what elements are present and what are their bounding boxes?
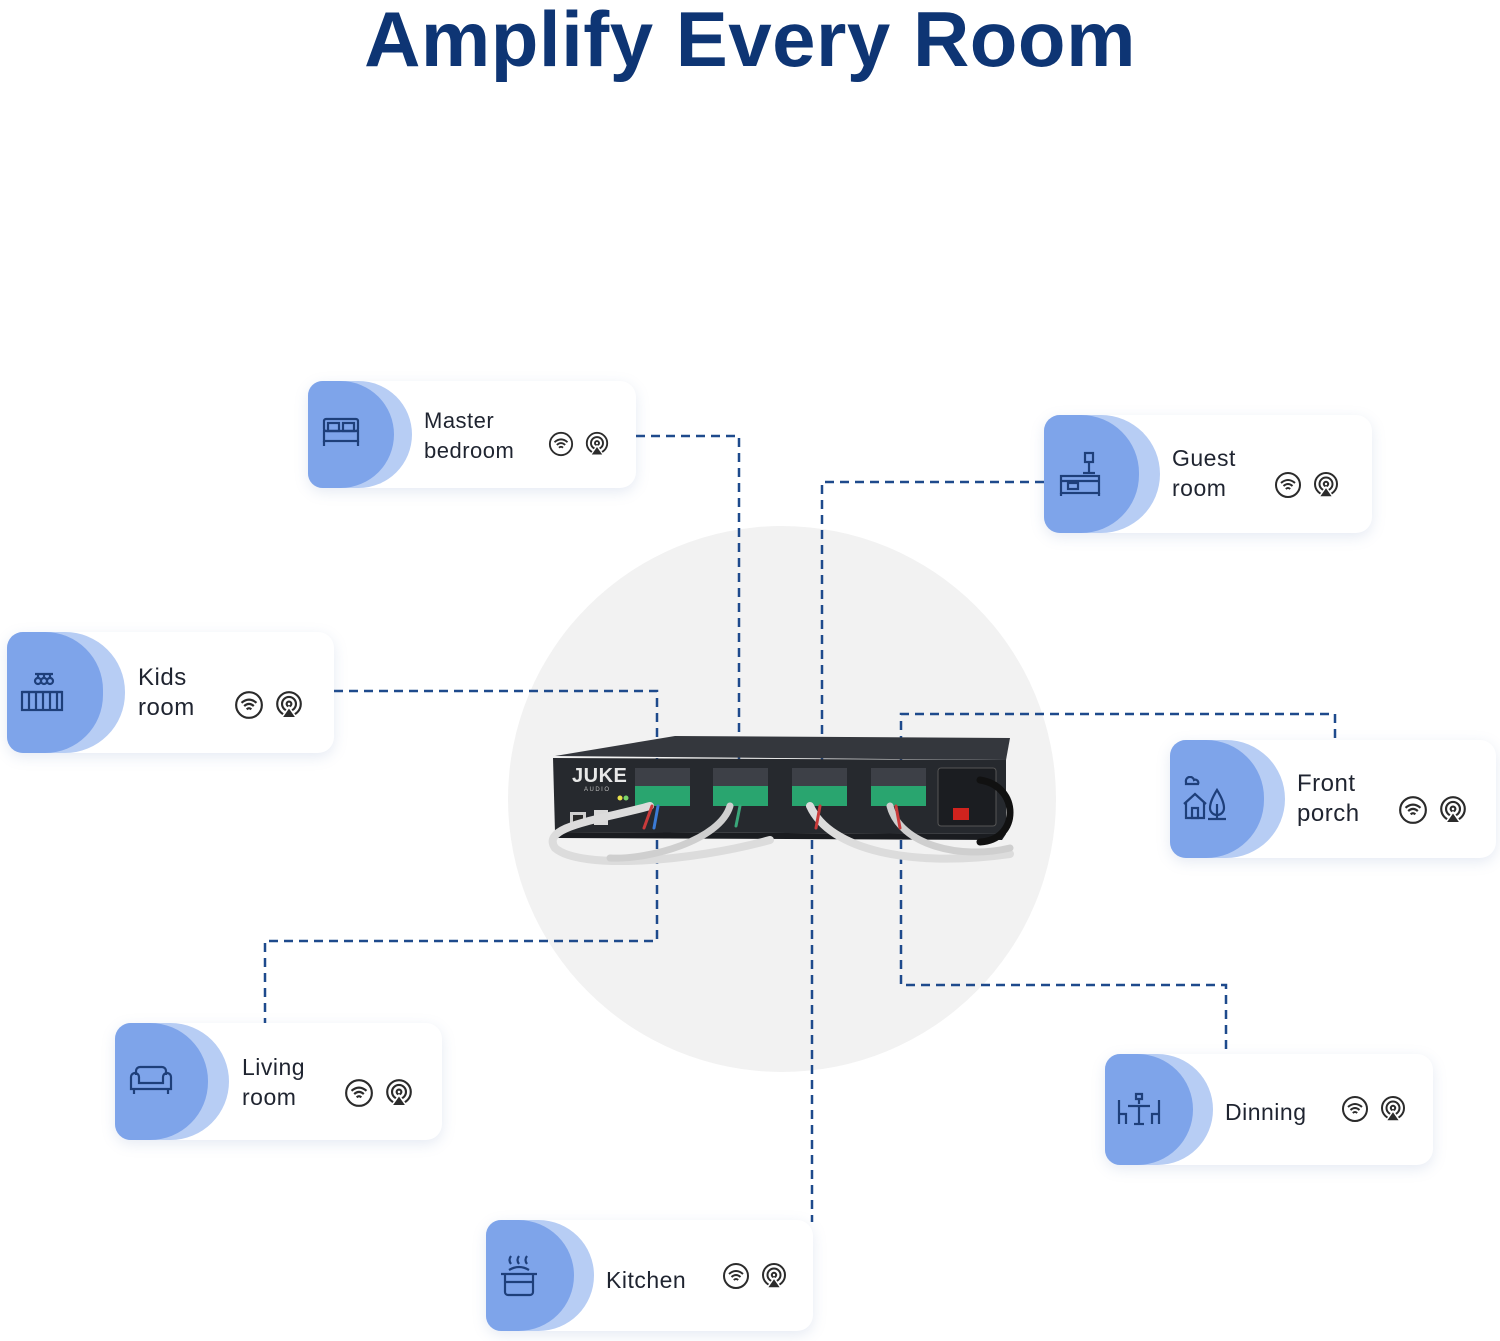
device-sub: AUDIO (584, 787, 611, 793)
airplay-icon (276, 691, 302, 719)
wire-master-bedroom (636, 434, 741, 765)
room-card-kids-room[interactable]: Kids room (7, 632, 334, 753)
nightstand-lamp-icon (1059, 451, 1101, 496)
wifi-icon (1342, 1096, 1368, 1122)
wire-kids-room (334, 689, 659, 765)
airplay-icon (386, 1079, 412, 1107)
airplay-icon (1440, 796, 1466, 824)
wifi-icon (548, 431, 574, 457)
room-card-front-porch[interactable]: Front porch (1170, 740, 1496, 858)
room-card-master-bedroom[interactable]: Master bedroom (308, 381, 636, 488)
cooking-pot-icon (501, 1255, 537, 1297)
wifi-icon (235, 691, 263, 719)
page-title: Amplify Every Room (364, 0, 1136, 83)
room-label: Kids room (138, 664, 195, 721)
airplay-icon (585, 431, 609, 456)
room-label: Kitchen (606, 1267, 687, 1293)
wifi-icon (1399, 796, 1427, 824)
room-card-guest-room[interactable]: Guest room (1044, 415, 1372, 533)
house-tree-icon (1183, 776, 1226, 821)
room-card-kitchen[interactable]: Kitchen (486, 1220, 813, 1331)
device-brand: JUKE (572, 765, 627, 787)
wire-dining (899, 840, 1228, 1054)
crib-icon (20, 672, 64, 712)
room-label: Front porch (1297, 770, 1360, 827)
wifi-icon (723, 1263, 749, 1289)
room-label: Guest room (1172, 445, 1236, 501)
room-label: Dinning (1225, 1099, 1307, 1125)
wifi-icon (345, 1079, 373, 1107)
room-label: Master bedroom (424, 408, 515, 463)
sofa-icon (129, 1065, 173, 1094)
dining-table-icon (1117, 1092, 1161, 1126)
wire-living-room (263, 840, 659, 1024)
room-card-dining[interactable]: Dinning (1105, 1054, 1433, 1165)
room-card-living-room[interactable]: Living room (115, 1023, 442, 1140)
airplay-icon (762, 1263, 786, 1289)
wire-guest-room (820, 480, 1044, 765)
airplay-icon (1314, 472, 1338, 498)
wifi-icon (1275, 472, 1301, 498)
airplay-icon (1381, 1096, 1405, 1122)
bed-icon (322, 417, 360, 446)
amplifier-device: JUKE AUDIO (548, 736, 1014, 865)
room-label: Living room (242, 1054, 306, 1110)
